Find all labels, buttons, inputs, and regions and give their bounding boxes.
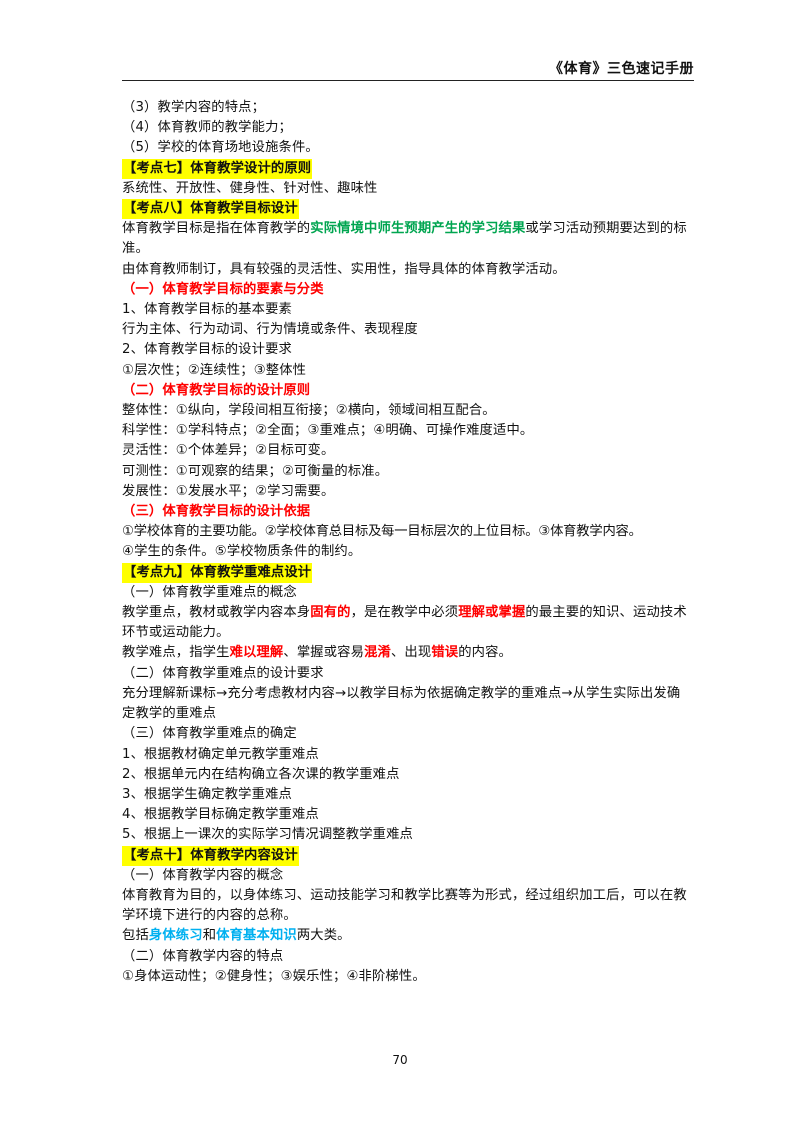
text-span: 两大类。: [296, 928, 351, 944]
text-span: ，是在教学中必须: [350, 605, 459, 621]
text-span: 的最主要的知识、运动技术环节或运动能力。: [122, 605, 687, 641]
text-line: 系统性、开放性、健身性、针对性、趣味性: [122, 180, 378, 196]
text-span: 包括: [122, 928, 149, 944]
text-span: 教学重点，教材或教学内容本身: [122, 605, 311, 621]
paragraph-content-definition: 体育教育为目的，以身体练习、运动技能学习和教学比赛等为形式，经过组织加工后，可以…: [122, 887, 687, 924]
text-line: 5、根据上一课次的实际学习情况调整教学重难点: [122, 827, 413, 843]
paragraph-content-types: 包括身体练习和体育基本知识两大类。: [122, 926, 692, 946]
text-span: 和: [202, 928, 217, 944]
text-line: 可测性：①可观察的结果；②可衡量的标准。: [122, 463, 389, 479]
handbook-title: 《体育》三色速记手册: [549, 61, 694, 77]
paragraph-design-flow: 充分理解新课标→充分考虑教材内容→以教学目标为依据确定教学的重难点→从学生实际出…: [122, 685, 681, 722]
text-span: 、掌握或容易: [283, 645, 365, 661]
kaodian-highlight: 【考点十】体育教学内容设计: [122, 845, 299, 866]
text-span: 教学难点，指学生: [122, 645, 230, 661]
text-line: ①身体运动性；②健身性；③娱乐性；④非阶梯性。: [122, 968, 426, 984]
text-line: 行为主体、行为动词、行为情境或条件、表现程度: [122, 322, 418, 338]
text-line: ④学生的条件。⑤学校物质条件的制约。: [122, 544, 362, 560]
text-span: 的内容。: [458, 645, 513, 661]
key-term-red: 错误: [431, 645, 459, 661]
key-term-blue: 身体练习: [148, 928, 203, 944]
key-term-red: 难以理解: [229, 645, 284, 661]
paragraph-difficult-points: 教学难点，指学生难以理解、掌握或容易混淆、出现错误的内容。: [122, 643, 692, 663]
text-line: ①学校体育的主要功能。②学校体育总目标及每一目标层次的上位目标。③体育教学内容。: [122, 524, 642, 540]
text-line: 2、根据单元内在结构确立各次课的教学重难点: [122, 766, 400, 782]
text-line: 科学性：①学科特点；②全面；③重难点；④明确、可操作难度适中。: [122, 423, 534, 439]
text-line: 发展性：①发展水平；②学习需要。: [122, 483, 335, 499]
text-line: 2、体育教学目标的设计要求: [122, 342, 292, 358]
text-line: （3）教学内容的特点；: [122, 100, 266, 115]
key-term-red: 固有的: [310, 605, 351, 621]
paragraph-key-points: 教学重点，教材或教学内容本身固有的，是在教学中必须理解或掌握的最主要的知识、运动…: [122, 603, 692, 643]
text-line: （一）体育教学内容的概念: [122, 867, 284, 883]
text-line: 1、根据教材确定单元教学重难点: [122, 746, 319, 762]
text-line: （5）学校的体育场地设施条件。: [122, 140, 319, 156]
text-line: （二）体育教学重难点的设计要求: [122, 665, 324, 681]
text-line: 整体性：①纵向，学段间相互衔接；②横向，领域间相互配合。: [122, 403, 496, 419]
text-line: 3、根据学生确定教学重难点: [122, 786, 292, 802]
text-line: 灵活性：①个体差异；②目标可变。: [122, 443, 335, 459]
text-line: （三）体育教学重难点的确定: [122, 726, 297, 742]
subsection-heading: （一）体育教学目标的要素与分类: [122, 281, 324, 297]
text-line: （一）体育教学重难点的概念: [122, 584, 297, 600]
text-line: （二）体育教学内容的特点: [122, 948, 284, 964]
key-term-green: 实际情境中师生预期产生的学习结果: [310, 221, 526, 237]
kaodian-highlight: 【考点七】体育教学设计的原则: [122, 158, 313, 179]
text-line: 4、根据教学目标确定教学重难点: [122, 807, 319, 823]
subsection-heading: （二）体育教学目标的设计原则: [122, 382, 311, 398]
paragraph-goal-definition: 体育教学目标是指在体育教学的实际情境中师生预期产生的学习结果或学习活动预期要达到…: [122, 219, 692, 259]
key-term-red: 混淆: [364, 645, 391, 661]
text-span: 体育教学目标是指在体育教学的: [122, 221, 311, 237]
text-line: （4）体育教师的教学能力；: [122, 120, 292, 136]
kaodian-8-heading: 【考点八】体育教学目标设计: [122, 199, 692, 220]
kaodian-highlight: 【考点九】体育教学重难点设计: [122, 562, 313, 583]
kaodian-10-heading: 【考点十】体育教学内容设计: [122, 845, 692, 866]
page-header: 《体育》三色速记手册: [122, 52, 694, 81]
text-line: 由体育教师制订，具有较强的灵活性、实用性，指导具体的体育教学活动。: [122, 261, 566, 277]
text-span: 、出现: [390, 645, 432, 661]
subsection-heading: （三）体育教学目标的设计依据: [122, 504, 311, 520]
kaodian-7-heading: 【考点七】体育教学设计的原则: [122, 158, 692, 179]
text-line: ①层次性；②连续性；③整体性: [122, 362, 307, 378]
text-line: 1、体育教学目标的基本要素: [122, 302, 292, 318]
page-content: （3）教学内容的特点； （4）体育教师的教学能力； （5）学校的体育场地设施条件…: [122, 98, 692, 987]
key-term-blue: 体育基本知识: [216, 928, 297, 944]
kaodian-9-heading: 【考点九】体育教学重难点设计: [122, 562, 692, 583]
page-number: 70: [392, 1053, 408, 1067]
kaodian-highlight: 【考点八】体育教学目标设计: [122, 199, 299, 220]
key-term-red: 理解或掌握: [458, 605, 526, 621]
text-span: 或学习活动预期要达到的标准。: [122, 221, 687, 257]
